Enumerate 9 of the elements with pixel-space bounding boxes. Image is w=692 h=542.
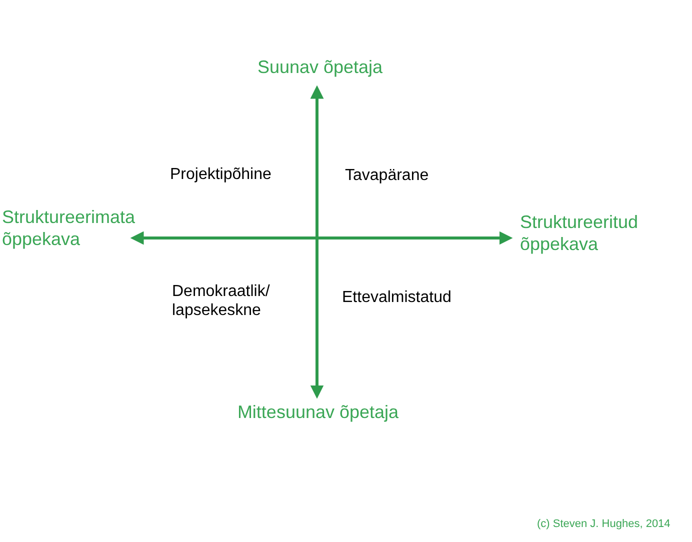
axis-label: Struktureeritud õppekava xyxy=(520,212,640,256)
quadrant-label: Ettevalmistatud xyxy=(342,288,452,308)
quadrant-label: Demokraatlik/ lapsekeskne xyxy=(172,282,271,320)
axis-label: Mittesuunav õpetaja xyxy=(236,402,400,424)
copyright-note: (c) Steven J. Hughes, 2014 xyxy=(537,518,670,532)
axis-label: Suunav õpetaja xyxy=(256,57,384,79)
quadrant-label: Projektipõhine xyxy=(170,165,272,184)
quadrant-label: Tavapärane xyxy=(345,166,429,186)
axis-label: Struktureerimata õppekava xyxy=(2,207,136,250)
